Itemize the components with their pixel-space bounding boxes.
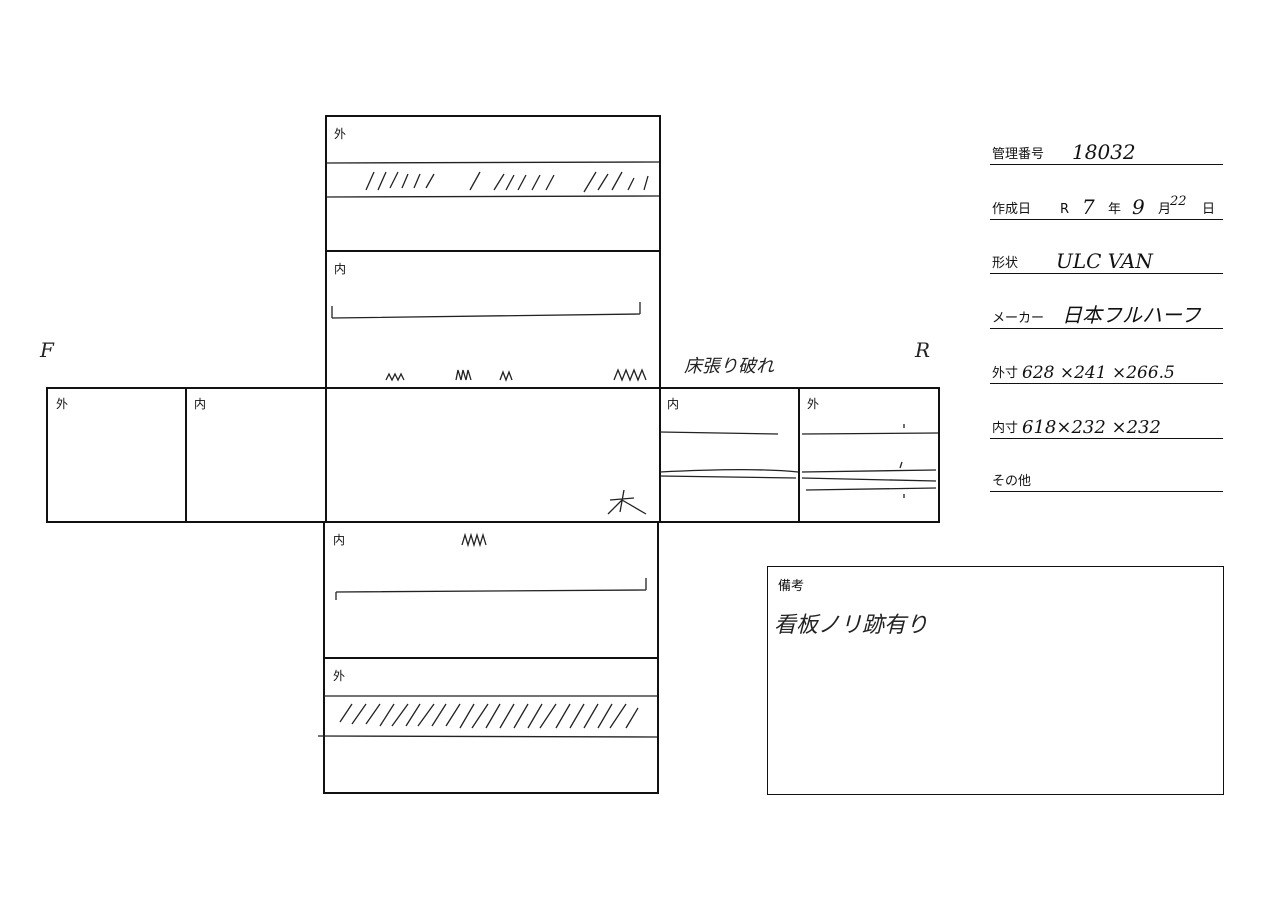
panel-label: 内 <box>667 397 680 411</box>
other-field: その他 <box>990 469 1223 492</box>
field-value: ULC VAN <box>1056 249 1153 273</box>
field-label: 外寸 <box>992 366 1019 381</box>
era: R <box>1060 202 1070 217</box>
shape-field: 形状 ULC VAN <box>990 249 1223 274</box>
floor-mark <box>607 489 647 515</box>
panel-label: 内 <box>333 533 346 547</box>
field-label: メーカー <box>992 311 1045 326</box>
rear-mark: R <box>915 338 931 362</box>
panel-label: 外 <box>333 669 346 683</box>
remarks-value: 看板ノリ跡有り <box>774 613 929 638</box>
bottom-hatching <box>339 703 639 729</box>
front-mark: F <box>40 338 54 362</box>
panel-label: 外 <box>334 127 347 141</box>
field-label: その他 <box>992 474 1032 489</box>
panel-label: 内 <box>334 262 347 276</box>
field-value: 18032 <box>1072 140 1136 164</box>
field-value: 日本フルハーフ <box>1062 303 1201 327</box>
floor-note: 床張り破れ <box>684 356 774 377</box>
month-unit: 月 <box>1158 202 1172 217</box>
field-value: 618×232 ×232 <box>1022 417 1161 438</box>
left-inner-panel: 内 <box>185 387 327 523</box>
right-outer-panel: 外 <box>798 387 940 523</box>
maker-field: メーカー 日本フルハーフ <box>990 303 1223 329</box>
scribble-marks <box>385 368 647 548</box>
bottom-outer-panel: 外 <box>323 657 659 794</box>
top-hatching <box>365 171 649 193</box>
day-unit: 日 <box>1202 202 1216 217</box>
panel-label: 外 <box>56 397 69 411</box>
day-value: 22 <box>1170 194 1187 209</box>
month-value: 9 <box>1132 195 1145 219</box>
remarks-box: 備考 看板ノリ跡有り <box>767 566 1224 795</box>
panel-label: 外 <box>807 397 820 411</box>
year-value: 7 <box>1082 195 1095 219</box>
field-label: 内寸 <box>992 421 1019 436</box>
created-date-field: 作成日 R 7 年 9 月 22 日 <box>990 194 1223 220</box>
remarks-label: 備考 <box>778 579 805 594</box>
mgmt-no-field: 管理番号 18032 <box>990 140 1223 165</box>
year-unit: 年 <box>1108 202 1122 217</box>
field-label: 形状 <box>992 256 1019 271</box>
field-label: 管理番号 <box>992 147 1045 162</box>
field-value: 628 ×241 ×266.5 <box>1022 363 1175 383</box>
panel-label: 内 <box>194 397 207 411</box>
field-label: 作成日 <box>992 202 1032 217</box>
